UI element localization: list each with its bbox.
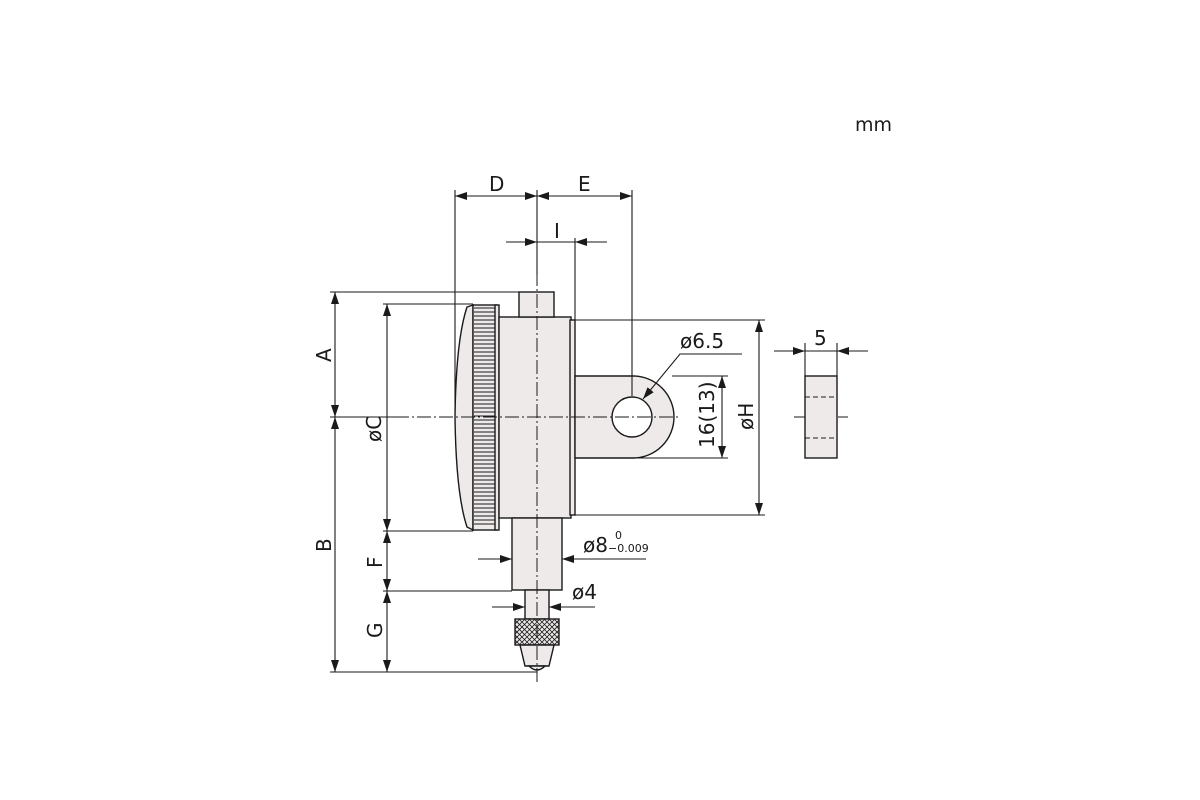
label-c: øC <box>362 416 386 442</box>
label-width: 5 <box>814 326 827 350</box>
label-stem-tol-upper: 0 <box>615 529 622 542</box>
label-spindle: ø4 <box>572 580 597 604</box>
label-lug: 16(13) <box>695 381 719 448</box>
label-stem: ø8 <box>583 533 608 557</box>
unit-label: mm <box>855 114 892 136</box>
label-hole: ø6.5 <box>680 329 724 353</box>
label-a: A <box>312 348 336 362</box>
label-i: I <box>554 219 560 243</box>
contact-nut-knurl <box>515 619 559 645</box>
label-h: øH <box>734 403 758 430</box>
extension-lines <box>330 190 838 673</box>
label-stem-tol-lower: −0.009 <box>608 542 649 555</box>
bezel-knurl <box>474 307 496 525</box>
label-d: D <box>489 172 504 196</box>
label-b: B <box>312 538 336 552</box>
label-f: F <box>363 556 387 568</box>
dimension-labels: D E I A B øC F G øH 16(13) ø6.5 5 ø8 0 −… <box>312 172 827 638</box>
lug-side-view <box>804 375 838 459</box>
label-e: E <box>578 172 591 196</box>
dimension-lines <box>331 192 868 672</box>
indicator-side-view <box>454 291 675 671</box>
label-g: G <box>363 623 387 639</box>
